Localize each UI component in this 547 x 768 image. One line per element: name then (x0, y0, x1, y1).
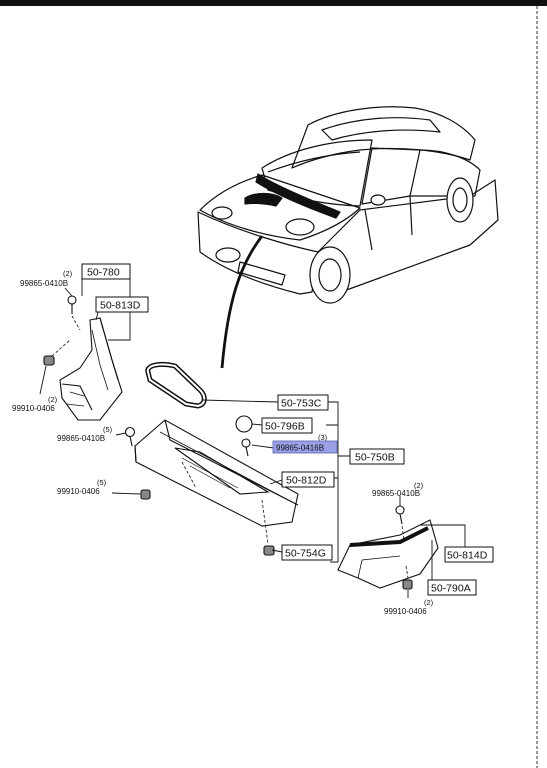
left-screw-qty: (2) (63, 269, 73, 278)
center-cowl-grille (124, 415, 299, 556)
highlight-screw-part: 99865-0416B (276, 444, 324, 453)
car-illustration (197, 106, 499, 304)
center-clip-qty: (5) (97, 478, 107, 487)
cap-icon (235, 415, 253, 433)
left-clip-part: 99910-0406 (12, 404, 55, 413)
center-screw-qty: (5) (103, 425, 113, 434)
right-clip-part: 99910-0406 (384, 607, 427, 616)
top-border (0, 0, 547, 6)
fastener-callouts: (2) 99865-0410B (2) 99910-0406 (5) 99865… (12, 269, 434, 616)
right-cowl-panel (337, 505, 439, 590)
label-50-812D: 50-812D (286, 475, 327, 487)
highlight-screw-icon (241, 438, 251, 448)
label-50-814D: 50-814D (447, 550, 488, 562)
seal-loop (145, 361, 207, 409)
highlight-box (272, 440, 338, 454)
label-50-750B: 50-750B (355, 452, 395, 464)
right-clip-qty: (2) (424, 598, 434, 607)
center-clip-icon (140, 489, 151, 500)
label-50-754G: 50-754G (285, 548, 326, 560)
center-screw-icon (124, 426, 136, 438)
right-clip-icon (402, 579, 413, 590)
left-cowl-panel (43, 295, 123, 421)
center-screw-part: 99865-0410B (57, 434, 105, 443)
left-screw-part: 99865-0410B (20, 279, 68, 288)
right-screw-part: 99865-0410B (372, 489, 420, 498)
label-50-796B: 50-796B (265, 421, 305, 433)
right-screw-icon (395, 505, 405, 515)
part-label-boxes: 50-780 50-813D 50-753C 50-796B 50-750B 5… (81, 263, 494, 596)
left-clip-icon (43, 355, 55, 366)
left-clip-qty: (2) (48, 395, 58, 404)
label-50-753C: 50-753C (281, 398, 322, 410)
center-clip-part: 99910-0406 (57, 487, 100, 496)
car-leader-line (220, 235, 264, 369)
label-50-790A: 50-790A (431, 583, 471, 595)
right-screw-qty: (2) (414, 481, 424, 490)
label-50-813D: 50-813D (100, 300, 141, 312)
label-50-780: 50-780 (87, 267, 120, 279)
highlight-screw-qty: (3) (318, 433, 328, 442)
left-screw-icon (67, 295, 77, 305)
